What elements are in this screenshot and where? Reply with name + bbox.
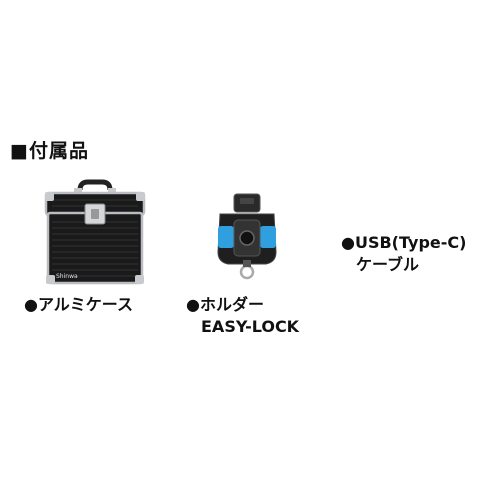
caption-aluminium-case: ●アルミケース xyxy=(24,294,133,316)
bullet-icon: ● xyxy=(24,295,38,314)
svg-text:Shinwa: Shinwa xyxy=(56,273,78,280)
section-heading: ■付属品 xyxy=(10,140,89,162)
item-sublabel: EASY-LOCK xyxy=(201,317,300,336)
bullet-icon: ● xyxy=(186,295,200,314)
holder-image xyxy=(217,193,277,280)
item-label: アルミケース xyxy=(37,295,134,314)
item-sublabel: ケーブル xyxy=(356,255,420,274)
item-label: ホルダー xyxy=(199,295,264,314)
caption-line-1: ●ホルダー xyxy=(186,294,299,316)
caption-holder: ●ホルダー EASY-LOCK xyxy=(186,294,299,338)
caption-usb-cable: ●USB(Type-C) ケーブル xyxy=(341,232,466,276)
caption-line-1: ●アルミケース xyxy=(24,294,133,316)
caption-line-1: ●USB(Type-C) xyxy=(341,232,466,254)
item-label: USB(Type-C) xyxy=(354,233,467,252)
aluminium-case-image: Shinwa xyxy=(44,179,146,285)
bullet-icon: ● xyxy=(341,233,355,252)
